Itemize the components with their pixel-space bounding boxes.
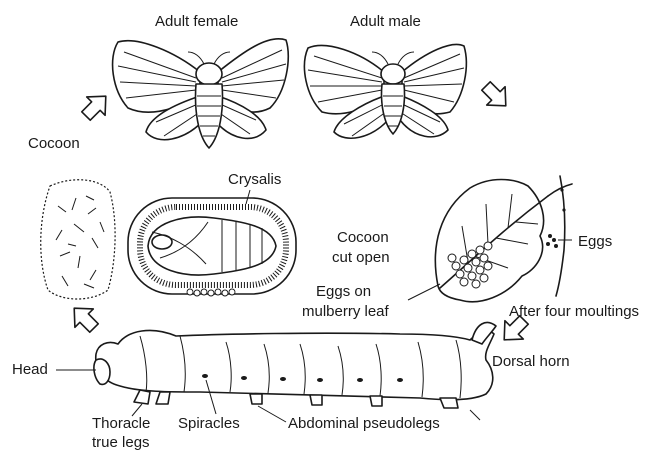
pseudolegs-pointer-left [258, 406, 286, 422]
eggs-on-leaf-pointer [408, 284, 440, 300]
adult-female-moth [113, 39, 289, 148]
adult-female-label: Adult female [155, 13, 238, 30]
cocoon-cut-open [128, 190, 296, 296]
dorsal-horn-label: Dorsal horn [492, 353, 570, 370]
hollow-arrow-icon [65, 299, 103, 337]
abdominal-pseudolegs-label: Abdominal pseudolegs [288, 415, 440, 432]
cocoon [41, 180, 115, 299]
thoracic-legs-label-line-1: Thoracle [92, 415, 150, 432]
eggs-on-leaf-label-line-2: mulberry leaf [302, 303, 390, 320]
adult-male-moth [304, 44, 466, 138]
cocoon-label: Cocoon [28, 135, 80, 152]
hollow-arrow-icon [77, 87, 115, 125]
head-label: Head [12, 361, 48, 378]
spiracles-label: Spiracles [178, 415, 240, 432]
cocoon-cut-open-label-line-2: cut open [332, 249, 390, 266]
eggs-label: Eggs [578, 233, 612, 250]
pseudolegs-pointer-right [470, 410, 480, 420]
mulberry-leaf-with-eggs [435, 176, 572, 302]
crysalis-label: Crysalis [228, 171, 281, 188]
eggs-on-leaf-label-line-1: Eggs on [316, 283, 371, 300]
adult-male-label: Adult male [350, 13, 421, 30]
after-moultings-label: After four moultings [509, 303, 639, 320]
hollow-arrow-icon [477, 77, 515, 115]
cocoon-cut-open-label-line-1: Cocoon [337, 229, 389, 246]
thoracic-legs-label-line-2: true legs [92, 434, 150, 451]
silkworm-larva [94, 322, 496, 408]
